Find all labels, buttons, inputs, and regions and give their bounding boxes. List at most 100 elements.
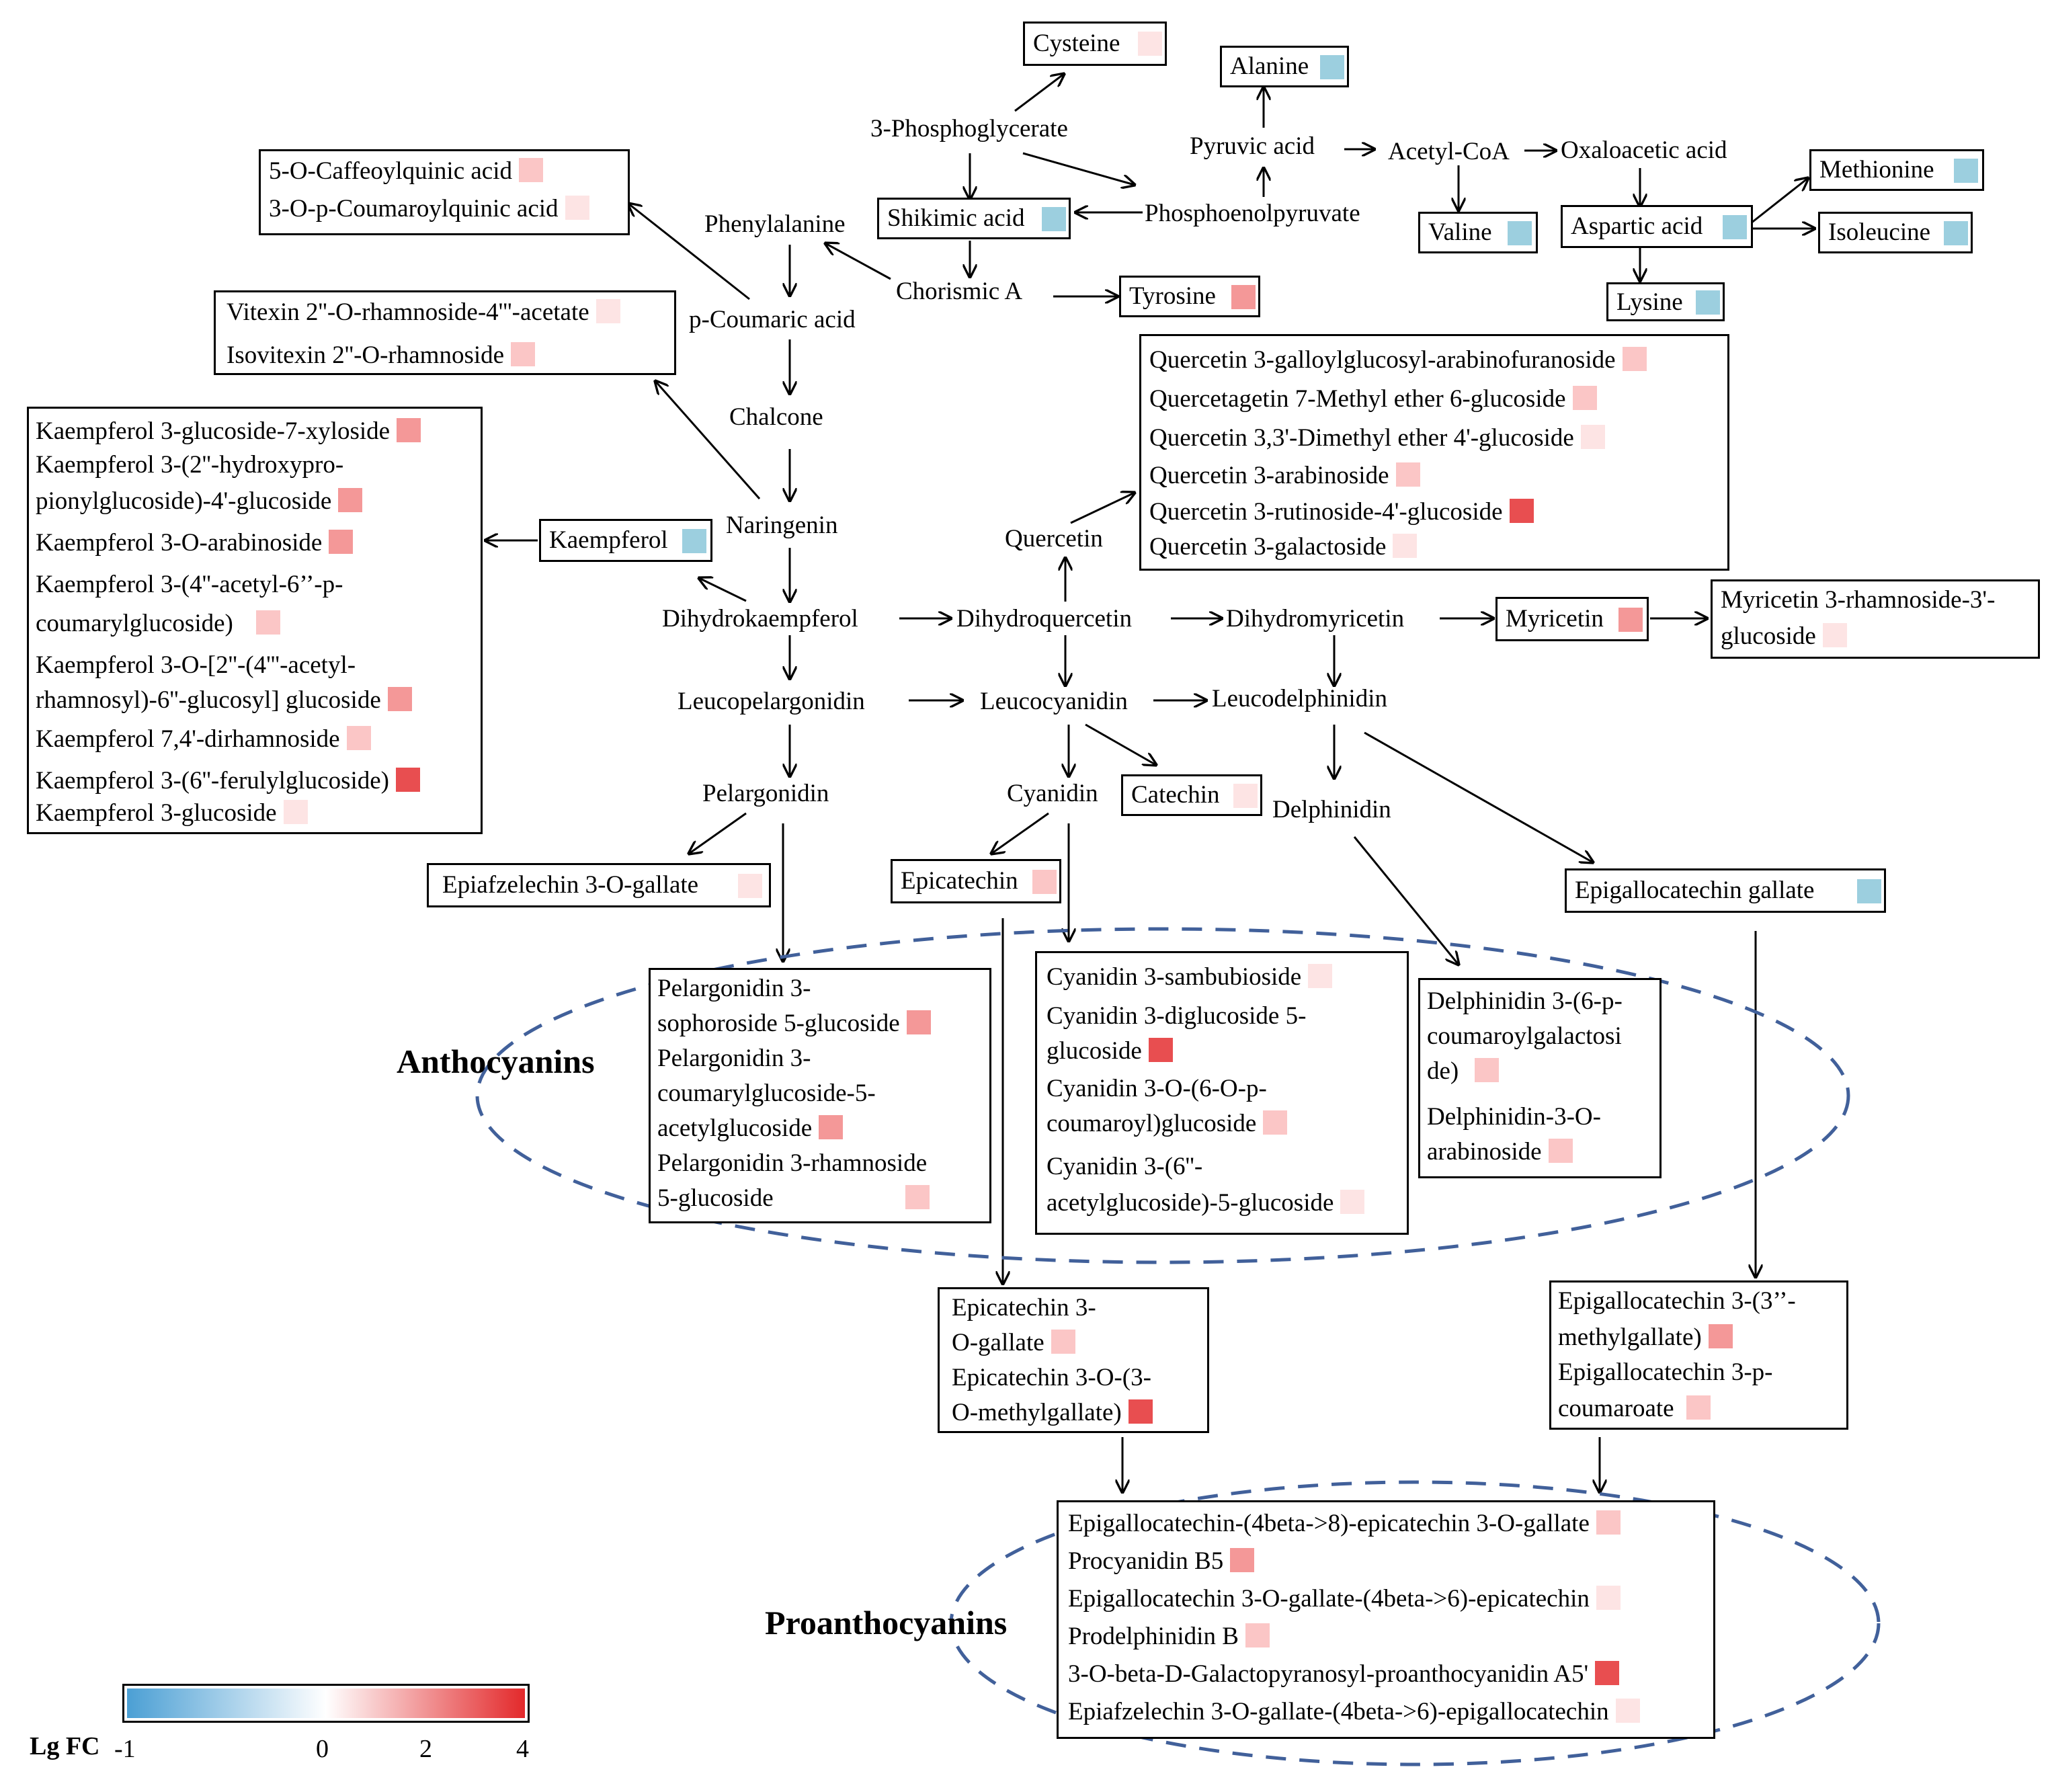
box-catechin: Catechin [1121, 774, 1262, 816]
metabolite-label: Myricetin [1506, 605, 1604, 633]
node-pelargonidin: Pelargonidin [702, 780, 829, 807]
box-epigallocatechin-esters: Epigallocatechin 3-(3’’- methylgallate) … [1549, 1280, 1848, 1430]
metabolite-label: Catechin [1131, 781, 1220, 809]
metabolite-label: de) [1427, 1057, 1500, 1086]
fold-change-swatch [682, 529, 706, 553]
metabolite-label: Quercetin 3-galactoside [1149, 532, 1418, 562]
metabolite-label: Cyanidin 3-sambubioside [1047, 963, 1333, 992]
fold-change-swatch [346, 726, 371, 750]
metabolite-label: 3-O-beta-D-Galactopyranosyl-proanthocyan… [1068, 1660, 1620, 1689]
metabolite-label: sophoroside 5-glucoside [657, 1009, 931, 1038]
fold-change-swatch [1042, 207, 1066, 231]
metabolite-label: coumaroyl)glucoside [1047, 1109, 1288, 1139]
fold-change-swatch [1596, 1586, 1621, 1610]
arrow-aspartic-to-methionine [1750, 178, 1808, 225]
box-lysine: Lysine [1606, 282, 1725, 321]
proanthocyanins-ellipse [949, 1480, 1881, 1766]
metabolite-label: Myricetin 3-rhamnoside-3'- [1721, 586, 1996, 614]
fold-change-swatch [1231, 285, 1256, 309]
group-label-proanthocyanins: Proanthocyanins [765, 1604, 1008, 1641]
node-leucopelargonidin: Leucopelargonidin [678, 688, 865, 715]
metabolite-label: Vitexin 2''-O-rhamnoside-4'''-acetate [227, 298, 620, 327]
metabolite-label: Delphinidin-3-O- [1427, 1103, 1601, 1131]
fold-change-swatch [1723, 215, 1747, 239]
metabolite-label: coumarylglucoside-5- [657, 1080, 876, 1107]
metabolite-label: Isovitexin 2''-O-rhamnoside [227, 341, 536, 370]
legend-tick: 4 [516, 1735, 529, 1763]
metabolite-label: acetylglucoside [657, 1114, 844, 1143]
fold-change-swatch [1618, 608, 1643, 632]
metabolite-label: Quercetin 3-arabinoside [1149, 461, 1420, 491]
arrow-pg-to-pep [1022, 152, 1135, 185]
fold-change-swatch [906, 1010, 931, 1034]
node-dihydromyricetin: Dihydromyricetin [1226, 605, 1405, 633]
group-label-anthocyanins: Anthocyanins [397, 1043, 595, 1080]
metabolite-label: Quercetin 3-rutinoside-4'-glucoside [1149, 497, 1534, 527]
metabolite-label: Kaempferol 3-(4''-acetyl-6’’-p- [36, 571, 343, 598]
arrow-coumaric-to-quinic [628, 204, 750, 300]
fold-change-swatch [1822, 623, 1847, 647]
metabolite-label: O-methylgallate) [952, 1398, 1153, 1428]
box-myricetin: Myricetin [1495, 597, 1649, 641]
metabolite-label: Prodelphinidin B [1068, 1622, 1270, 1652]
box-methionine: Methionine [1809, 149, 1984, 191]
metabolite-label: Epigallocatechin 3-O-gallate-(4beta->6)-… [1068, 1584, 1621, 1614]
metabolite-label: coumaroate [1558, 1394, 1711, 1424]
metabolite-label: Epigallocatechin-(4beta->8)-epicatechin … [1068, 1509, 1621, 1539]
fold-change-swatch [1032, 870, 1057, 894]
box-delphinidin-glycosides: Delphinidin 3-(6-p- coumaroylgalactosi d… [1418, 978, 1662, 1178]
arrow-naringenin-to-vitexin [655, 381, 761, 499]
metabolite-label: glucoside [1047, 1036, 1173, 1066]
metabolite-label: Valine [1428, 218, 1492, 246]
metabolite-label: Kaempferol 7,4'-dirhamnoside [36, 725, 371, 754]
fold-change-swatch [1245, 1623, 1270, 1647]
metabolite-label: Epicatechin 3-O-(3- [952, 1364, 1151, 1391]
box-valine: Valine [1418, 212, 1538, 253]
metabolite-label: Kaempferol 3-O-[2''-(4'''-acetyl- [36, 651, 356, 679]
metabolite-label: Cyanidin 3-diglucoside 5- [1047, 1002, 1307, 1030]
metabolite-label: Alanine [1230, 52, 1309, 80]
node-p-coumaric-acid: p-Coumaric acid [689, 306, 856, 333]
fold-change-swatch [1475, 1058, 1500, 1082]
fold-change-swatch [905, 1185, 930, 1209]
metabolite-label: Quercetin 3,3'-Dimethyl ether 4'-glucosi… [1149, 423, 1605, 453]
box-epicatechin: Epicatechin [891, 859, 1061, 903]
node-cyanidin: Cyanidin [1007, 780, 1098, 807]
metabolite-label: coumarylglucoside) [36, 609, 280, 639]
metabolite-label: Epicatechin [901, 867, 1018, 895]
metabolite-label: Tyrosine [1129, 282, 1216, 310]
box-kaempferol-glycosides: Kaempferol 3-glucoside-7-xyloside Kaempf… [27, 407, 483, 834]
metabolite-label: methylgallate) [1558, 1323, 1733, 1352]
fold-change-swatch [1230, 1548, 1255, 1572]
legend-colorbar [122, 1684, 530, 1723]
node-phosphoenolpyruvate: Phosphoenolpyruvate [1145, 200, 1360, 227]
metabolite-label: Cyanidin 3-O-(6-O-p- [1047, 1075, 1267, 1102]
fold-change-swatch [1944, 221, 1968, 245]
box-proanthocyanidins: Epigallocatechin-(4beta->8)-epicatechin … [1057, 1500, 1715, 1739]
box-pelargonidin-glycosides: Pelargonidin 3- sophoroside 5-glucoside … [649, 968, 991, 1223]
fold-change-swatch [1708, 1324, 1733, 1348]
fold-change-swatch [338, 488, 363, 512]
legend-gradient [127, 1688, 525, 1718]
legend-tick: 0 [316, 1735, 329, 1763]
metabolite-label: Kaempferol 3-(6''-ferulylglucoside) [36, 766, 420, 796]
fold-change-swatch [1615, 1699, 1640, 1723]
anthocyanins-ellipse [475, 927, 1850, 1264]
metabolite-label: Procyanidin B5 [1068, 1547, 1255, 1576]
metabolite-label: Methionine [1819, 156, 1934, 184]
fold-change-swatch [1138, 32, 1162, 56]
fold-change-swatch [1233, 784, 1258, 808]
fold-change-swatch [1954, 159, 1978, 183]
metabolite-label: Epigallocatechin 3-p- [1558, 1358, 1773, 1386]
metabolite-label: Kaempferol 3-glucoside-7-xyloside [36, 417, 421, 446]
metabolite-label: Kaempferol 3-(2''-hydroxypro- [36, 451, 344, 479]
legend-tick: 2 [419, 1735, 432, 1763]
metabolite-label: Kaempferol 3-glucoside [36, 799, 308, 828]
node-dihydroquercetin: Dihydroquercetin [956, 605, 1132, 633]
fold-change-swatch [1622, 347, 1647, 371]
fold-change-swatch [397, 418, 421, 442]
node-delphinidin: Delphinidin [1272, 796, 1391, 823]
box-shikimic-acid: Shikimic acid [877, 198, 1071, 239]
fold-change-swatch [1340, 1190, 1365, 1214]
